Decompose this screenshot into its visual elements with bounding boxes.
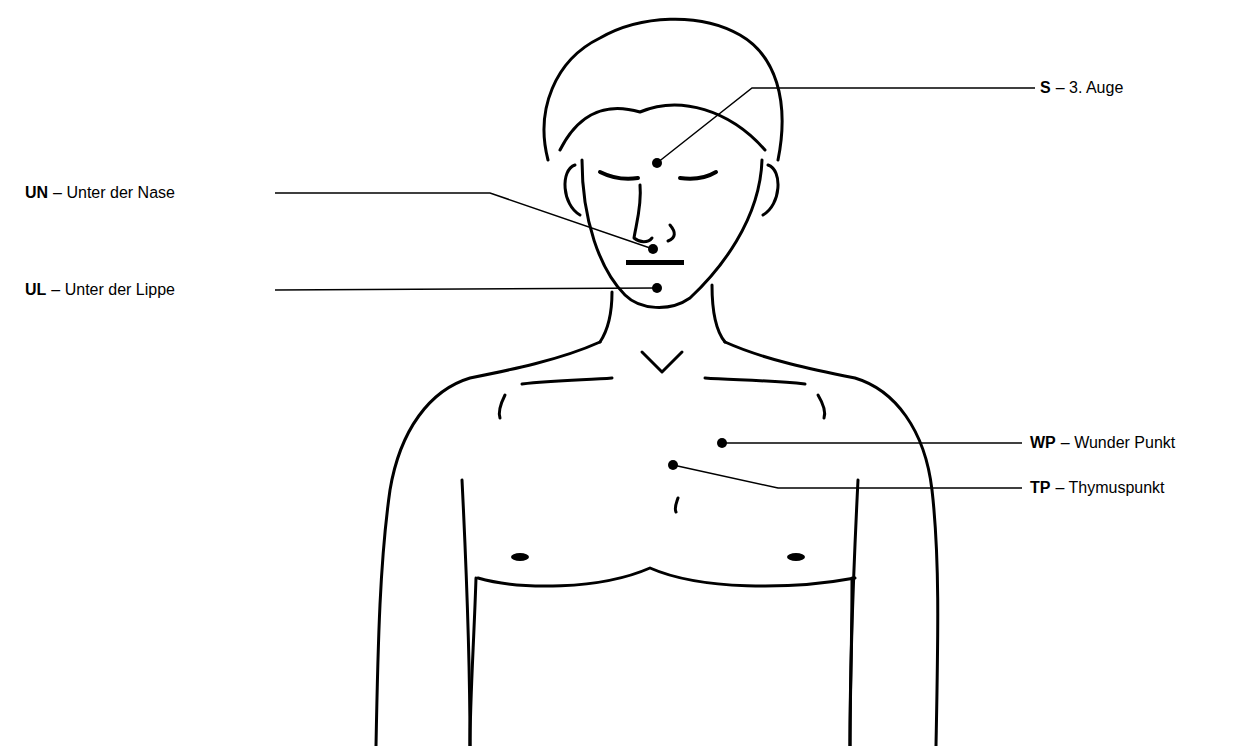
right-shoulder — [725, 342, 938, 746]
point-label: TP – Thymuspunkt — [1030, 478, 1165, 498]
nipple — [787, 553, 805, 561]
ear — [565, 165, 580, 215]
point-marker — [652, 283, 662, 293]
eye — [680, 172, 716, 179]
leader-line — [673, 465, 1022, 488]
clavicle — [522, 378, 612, 384]
torso-side — [850, 578, 852, 746]
point-label: UN – Unter der Nase — [25, 183, 175, 203]
leader-line — [275, 288, 657, 290]
point-marker — [717, 438, 727, 448]
chest-line — [478, 568, 855, 586]
neck-notch — [642, 352, 682, 372]
neck — [600, 292, 612, 342]
point-abbreviation: TP — [1030, 479, 1050, 497]
point-label: WP – Wunder Punkt — [1030, 433, 1175, 453]
ear — [763, 165, 778, 215]
point-abbreviation: UL — [25, 281, 46, 299]
hair-line — [560, 105, 765, 150]
point-abbreviation: WP — [1030, 434, 1056, 452]
eye — [600, 172, 638, 179]
right-arm-line — [850, 480, 858, 746]
mouth — [626, 260, 684, 265]
leader-line — [722, 442, 1022, 444]
point-abbreviation: UN — [25, 184, 48, 202]
neck — [712, 285, 725, 342]
nose — [668, 225, 674, 241]
point-label: UL – Unter der Lippe — [25, 280, 175, 300]
point-description: – Thymuspunkt — [1055, 479, 1164, 497]
hair-outline — [544, 19, 782, 160]
point-description: – Unter der Lippe — [51, 281, 175, 299]
leader-line — [657, 88, 1035, 163]
nose — [634, 185, 652, 242]
point-description: – Wunder Punkt — [1061, 434, 1175, 452]
leader-line — [275, 193, 653, 249]
point-label: S – 3. Auge — [1040, 78, 1123, 98]
point-description: – 3. Auge — [1056, 79, 1124, 97]
point-marker — [652, 158, 662, 168]
left-arm-line — [462, 480, 470, 746]
point-description: – Unter der Nase — [53, 184, 175, 202]
shoulder-line — [499, 395, 505, 418]
torso-side — [470, 578, 476, 746]
point-marker — [668, 460, 678, 470]
point-abbreviation: S — [1040, 79, 1051, 97]
left-shoulder — [376, 342, 600, 746]
nipple — [511, 553, 529, 561]
sternum-line — [675, 498, 678, 512]
clavicle — [705, 378, 805, 384]
point-marker — [648, 244, 658, 254]
shoulder-line — [818, 395, 825, 418]
